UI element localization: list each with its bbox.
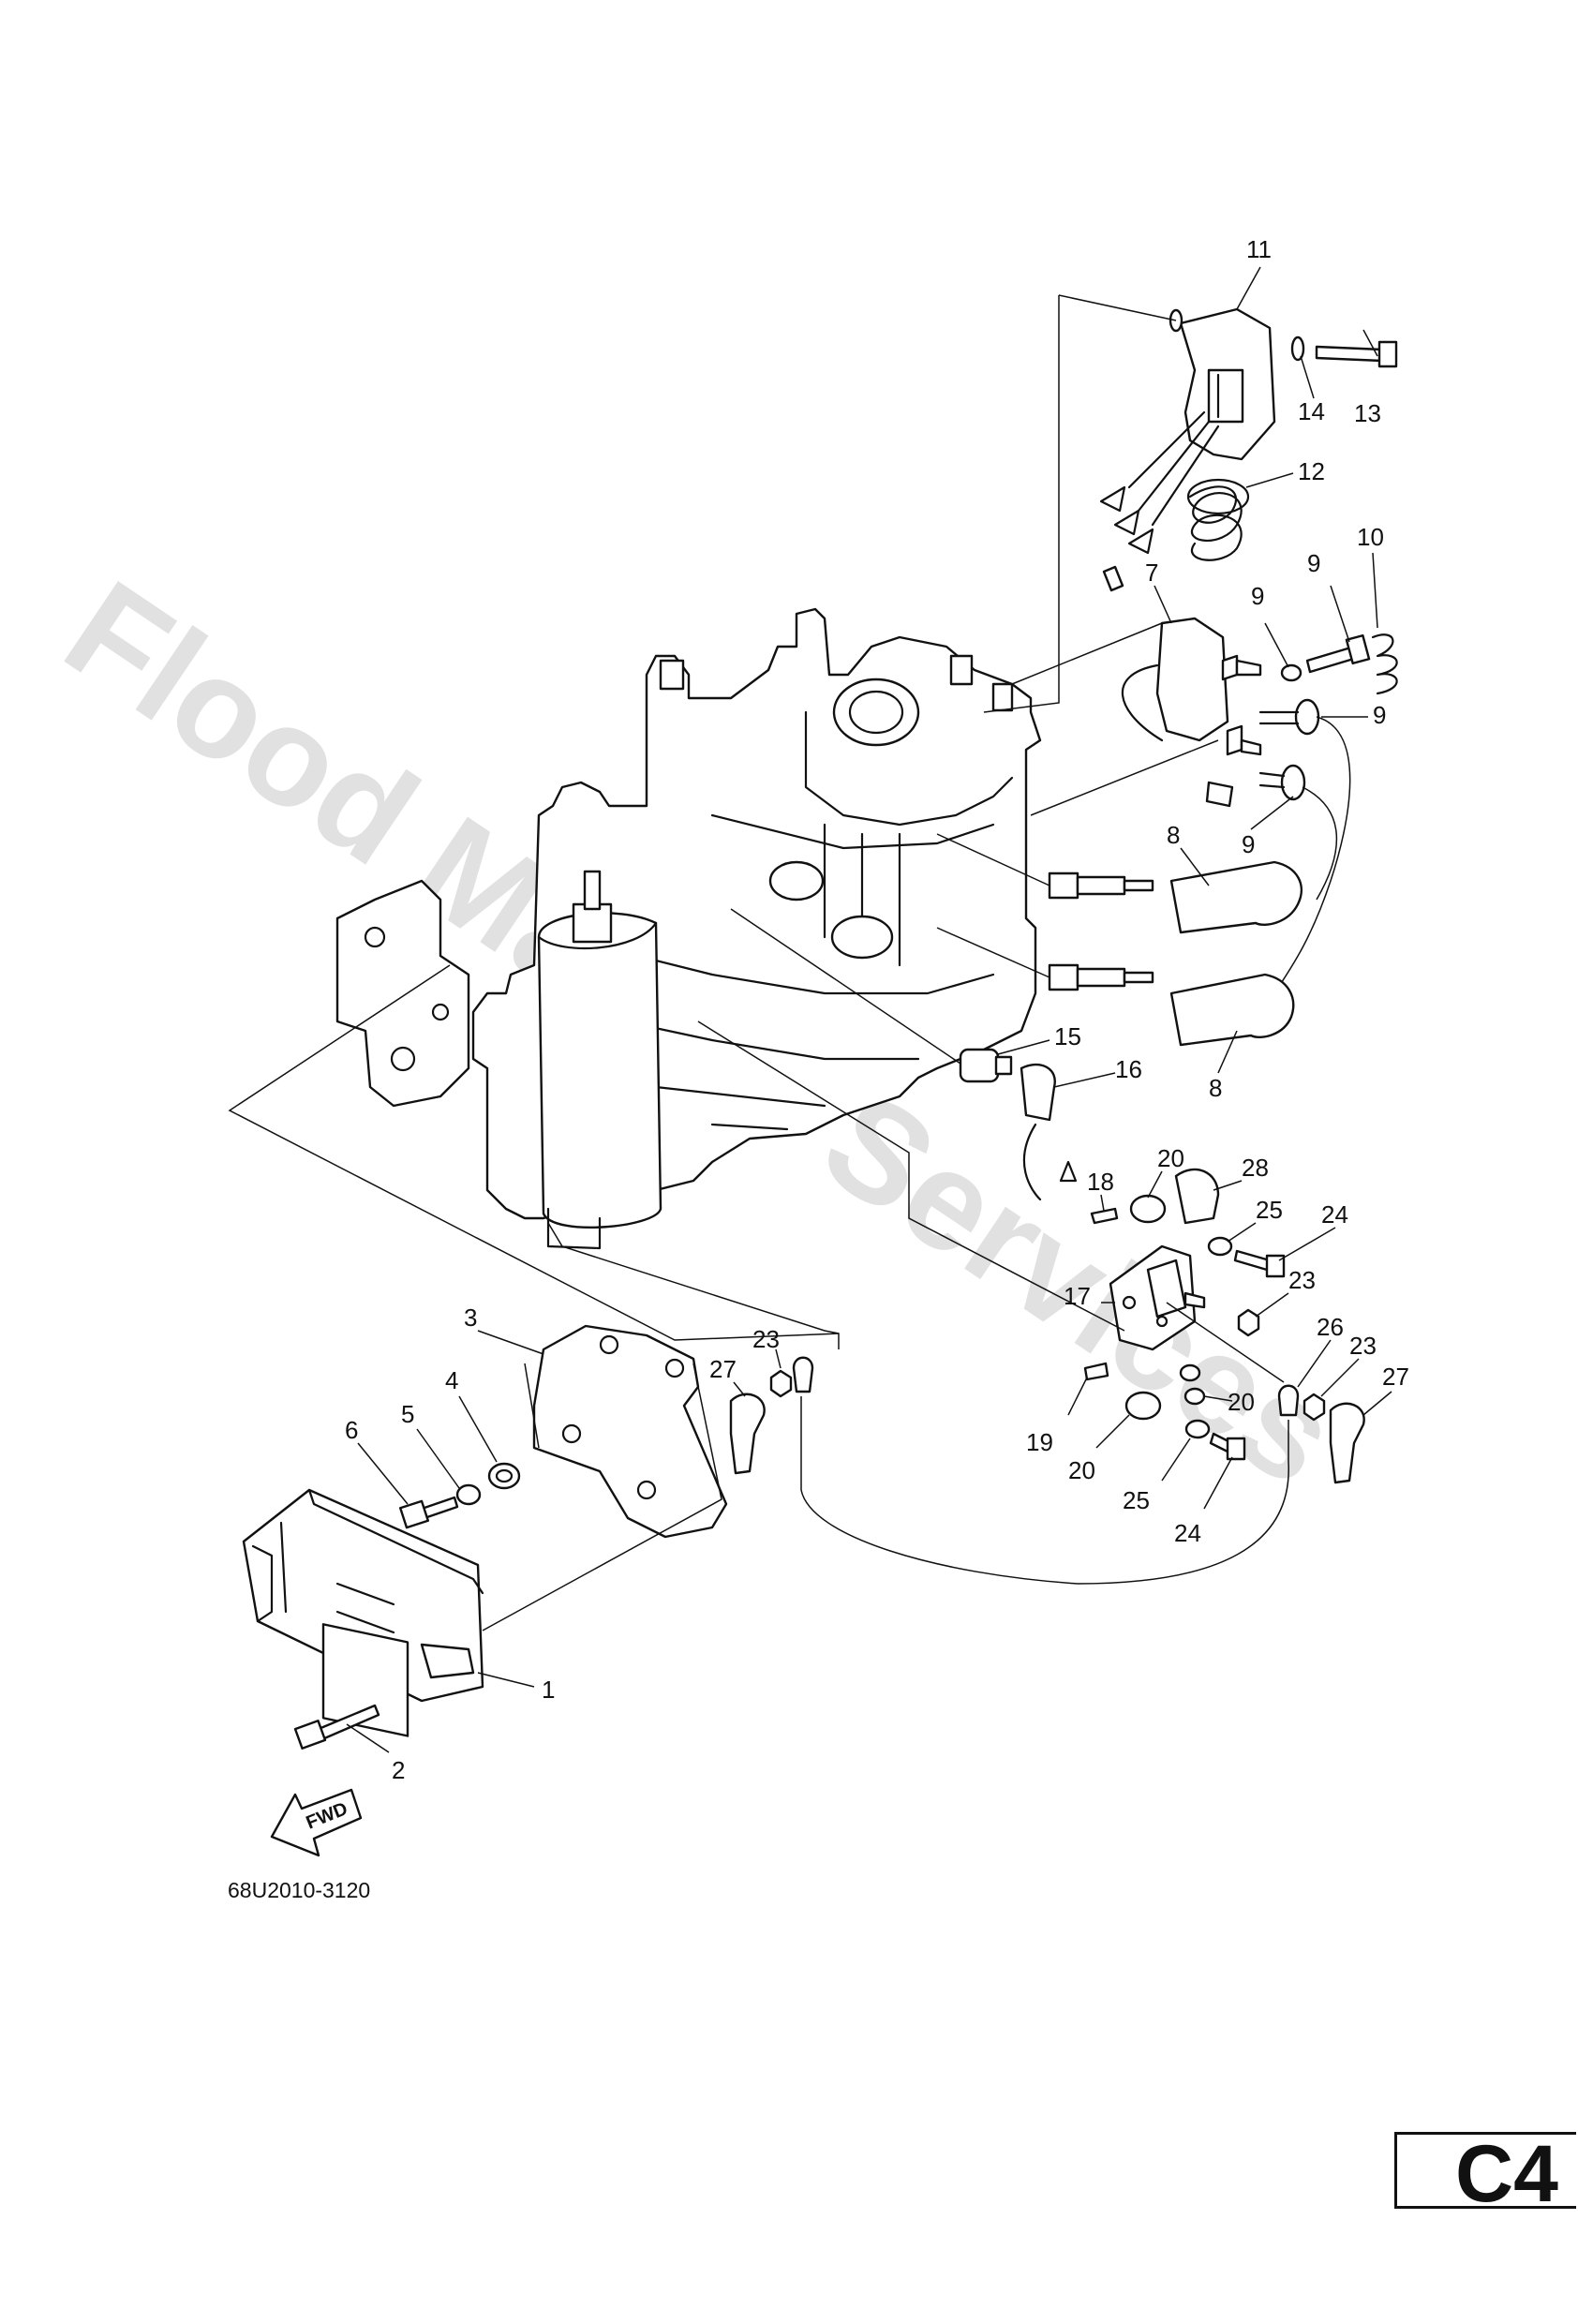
sensor-17 bbox=[959, 1048, 1013, 1083]
washer-25-upper bbox=[1207, 1236, 1233, 1257]
bolt-10 bbox=[1305, 633, 1371, 674]
ignition-coil-13 bbox=[1099, 307, 1276, 592]
callout-24-upper: 24 bbox=[1321, 1200, 1348, 1229]
callout-23-right: 23 bbox=[1349, 1332, 1377, 1360]
washer-16 bbox=[1290, 335, 1305, 362]
callout-9-upper: 9 bbox=[1373, 701, 1386, 729]
callout-16: 14 bbox=[1298, 397, 1325, 425]
plug-cap-8-upper bbox=[1169, 860, 1303, 934]
callout-3: 3 bbox=[464, 1304, 477, 1332]
plug-cap-8-lower bbox=[1169, 973, 1295, 1047]
callout-18: 16 bbox=[1115, 1055, 1142, 1083]
callout-25-lower: 25 bbox=[1123, 1486, 1150, 1514]
page-tag: C4 bbox=[1394, 2132, 1576, 2209]
callout-labels: 11 12 13 14 7 9 9 10 9 9 8 8 15 16 18 20… bbox=[345, 235, 1409, 1784]
clamp-28 bbox=[1174, 1168, 1220, 1225]
callout-8-lower: 8 bbox=[1209, 1074, 1222, 1102]
callout-19: 17 bbox=[1064, 1282, 1091, 1310]
page-tag-label: C4 bbox=[1455, 2132, 1558, 2209]
callout-11: 9 bbox=[1251, 582, 1264, 610]
callout-7: 7 bbox=[1145, 559, 1158, 587]
callout-15: 13 bbox=[1354, 399, 1381, 427]
callout-21-upper: 20 bbox=[1157, 1144, 1184, 1172]
pin-20-upper bbox=[1090, 1207, 1119, 1225]
callout-24-lower: 24 bbox=[1174, 1519, 1201, 1547]
starter-motor bbox=[537, 870, 662, 1250]
nut-22-a bbox=[1179, 1363, 1201, 1382]
callout-17: 15 bbox=[1054, 1022, 1081, 1050]
cap-9-lower bbox=[1280, 764, 1306, 801]
cable-loop bbox=[800, 1396, 1289, 1585]
bolt-24-lower bbox=[1209, 1432, 1246, 1461]
callout-4: 4 bbox=[445, 1366, 458, 1394]
cdi-unit-1 bbox=[242, 1488, 484, 1737]
reference-code: 68U2010-3120 bbox=[228, 1878, 370, 1902]
nut-23-right bbox=[1303, 1393, 1326, 1422]
callout-28: 28 bbox=[1242, 1154, 1269, 1182]
callout-leaders bbox=[346, 266, 1392, 1753]
callout-2: 2 bbox=[392, 1756, 405, 1784]
bolt-24-upper bbox=[1233, 1249, 1286, 1278]
cap-9-upper bbox=[1294, 698, 1320, 736]
washer-11 bbox=[1280, 663, 1303, 682]
cap-18 bbox=[1020, 1063, 1078, 1201]
spark-plug-upper bbox=[1048, 872, 1154, 900]
clip-12 bbox=[1371, 633, 1398, 695]
washer-5 bbox=[455, 1483, 482, 1506]
spark-plug-lower bbox=[1048, 963, 1154, 991]
terminal-left bbox=[792, 1356, 814, 1393]
grommet-21-upper bbox=[1129, 1194, 1167, 1224]
callout-27-right: 27 bbox=[1382, 1363, 1409, 1391]
pin-20-lower bbox=[1083, 1362, 1109, 1381]
callout-13: 11 bbox=[1246, 235, 1272, 263]
callout-10: 9 bbox=[1307, 549, 1320, 577]
callout-27-left: 27 bbox=[709, 1355, 737, 1383]
callout-1: 1 bbox=[542, 1676, 555, 1704]
grommet-4 bbox=[487, 1462, 521, 1490]
screw-2 bbox=[293, 1704, 380, 1750]
washer-25-lower bbox=[1184, 1419, 1211, 1439]
callout-5: 5 bbox=[401, 1400, 414, 1428]
callout-26: 26 bbox=[1317, 1313, 1344, 1341]
callout-23-left: 23 bbox=[752, 1325, 780, 1353]
boot-27-left bbox=[729, 1393, 766, 1475]
callout-12: 10 bbox=[1357, 523, 1384, 551]
callout-20-upper: 18 bbox=[1087, 1168, 1114, 1196]
callout-23-relay: 23 bbox=[1288, 1266, 1316, 1294]
callout-6: 6 bbox=[345, 1416, 358, 1444]
nut-23-relay bbox=[1237, 1308, 1260, 1337]
callout-20-lower: 19 bbox=[1026, 1428, 1053, 1456]
ignition-coil-7 bbox=[1121, 617, 1262, 756]
callout-14: 12 bbox=[1298, 457, 1325, 485]
callout-22: 20 bbox=[1228, 1388, 1255, 1416]
callout-8-upper: 8 bbox=[1167, 821, 1180, 849]
relay-19 bbox=[1109, 1244, 1206, 1351]
grommet-21-lower bbox=[1124, 1391, 1162, 1421]
coil-spring-14 bbox=[1186, 478, 1250, 561]
bolt-15 bbox=[1315, 340, 1398, 368]
side-bracket-plate bbox=[335, 879, 470, 1108]
nut-23-left bbox=[769, 1369, 793, 1398]
boot-27-right bbox=[1329, 1402, 1365, 1484]
bracket-plate-3 bbox=[532, 1324, 728, 1539]
terminal-26 bbox=[1277, 1384, 1300, 1417]
fwd-arrow-icon: FWD bbox=[270, 1788, 363, 1857]
assembly-lines bbox=[228, 294, 1285, 1631]
nut-22-b bbox=[1184, 1387, 1206, 1406]
callout-25-upper: 25 bbox=[1256, 1196, 1283, 1224]
callout-9-lower: 9 bbox=[1242, 830, 1255, 858]
bolt-6 bbox=[398, 1496, 459, 1529]
callout-21-lower: 20 bbox=[1068, 1456, 1095, 1484]
